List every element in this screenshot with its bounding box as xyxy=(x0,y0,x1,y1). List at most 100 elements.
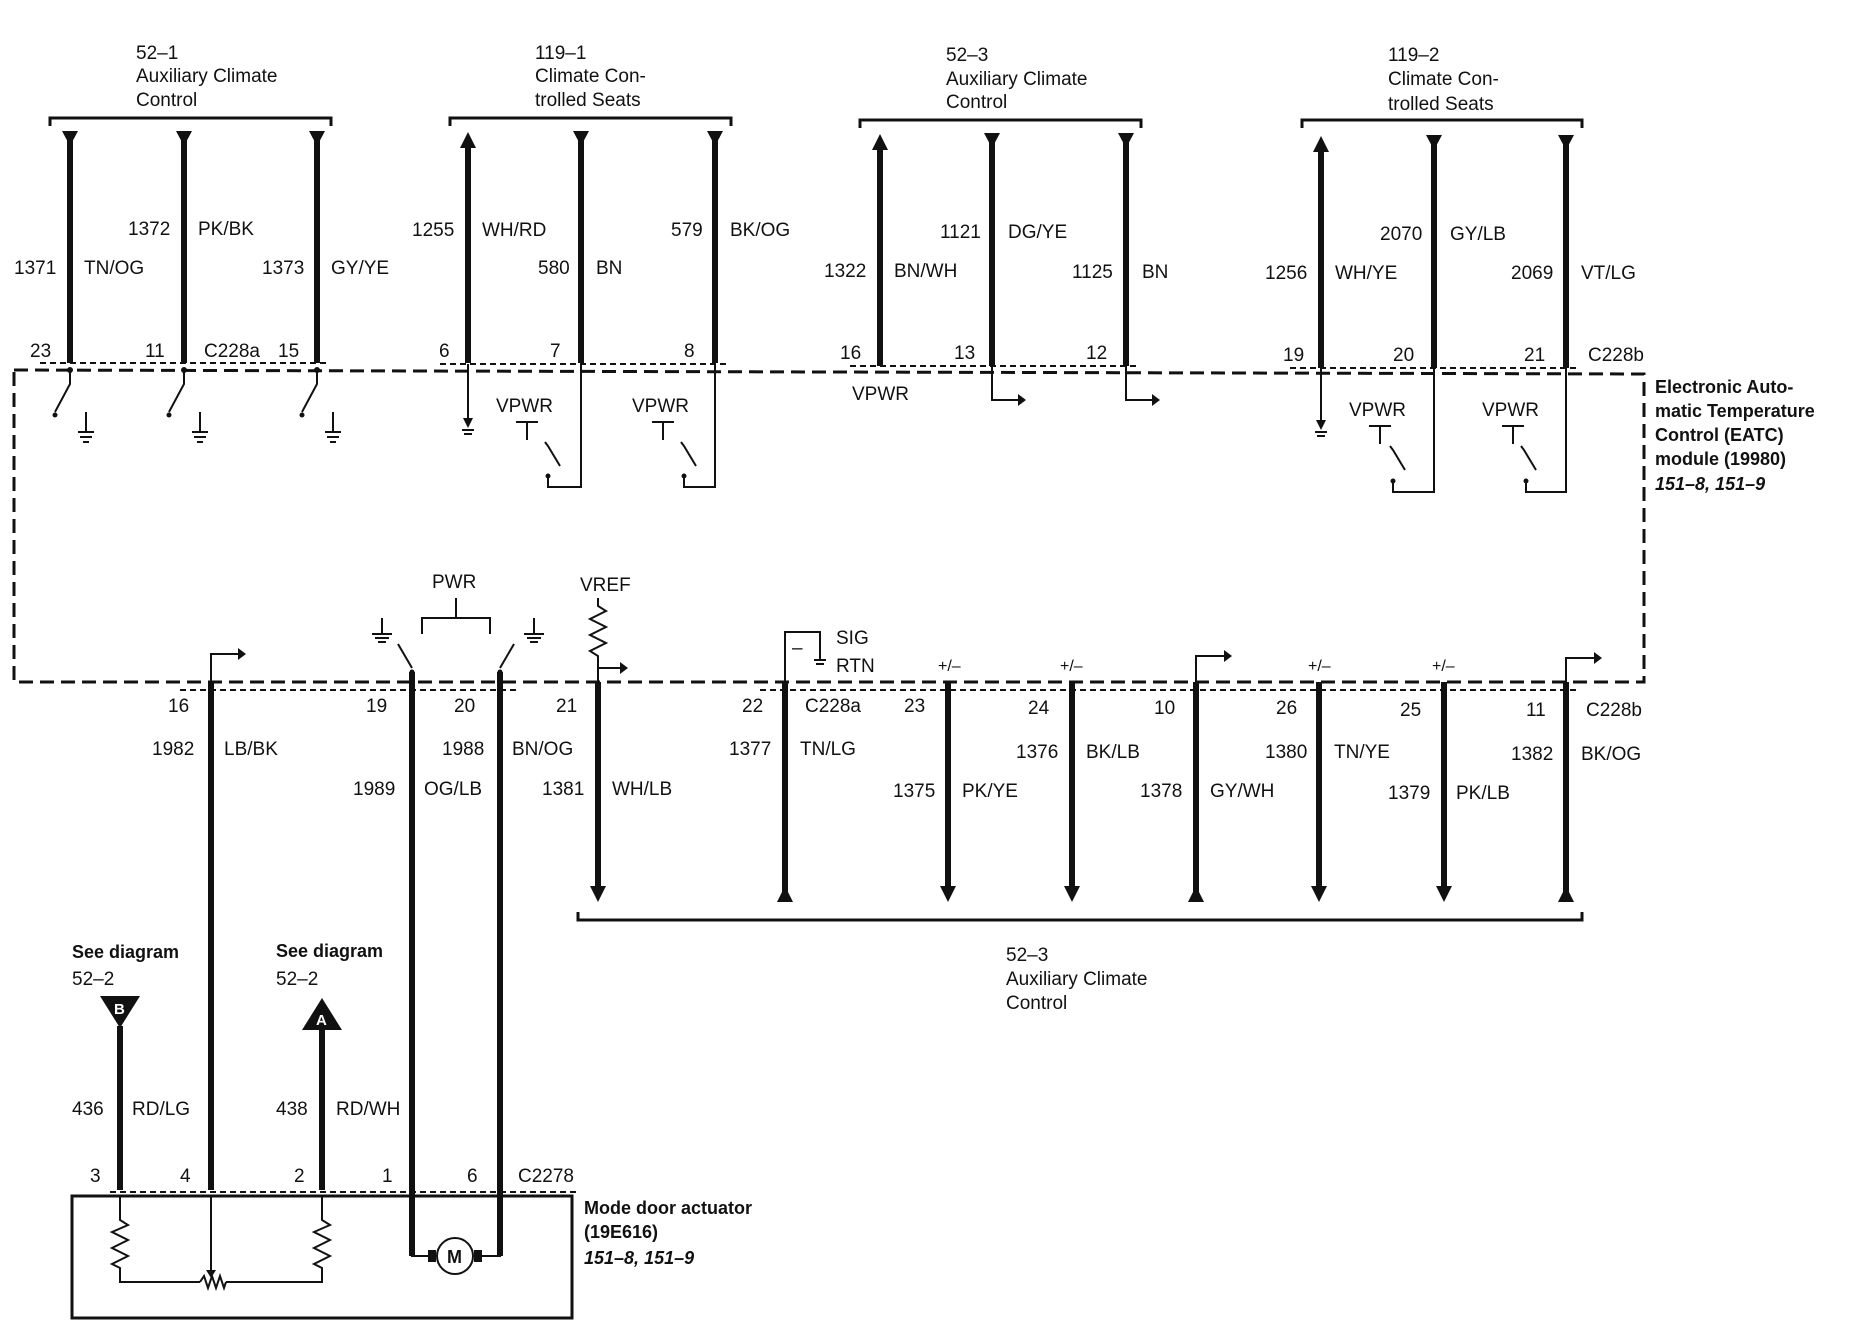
connector-c228b-bottom: C228b xyxy=(1586,700,1642,721)
wire-color: RD/LG xyxy=(132,1099,190,1120)
pin-number: 20 xyxy=(454,696,475,717)
top-group-119-1: 119–1 Climate Con- trolled Seats xyxy=(448,43,733,126)
wire-1256-internal xyxy=(1315,368,1327,437)
connector-c228b-top: C228b xyxy=(1588,345,1644,366)
pin-number: 21 xyxy=(1524,345,1545,366)
plus-minus-23: +/– xyxy=(938,658,961,675)
actuator-pin-3: 3 xyxy=(90,1166,101,1187)
wire-1377: 22 1377 TN/LG xyxy=(729,682,856,902)
wire-2070: 2070 GY/LB 20 xyxy=(1380,135,1506,368)
connector-c228a-top: C228a xyxy=(204,341,260,362)
terminal-in-icon xyxy=(984,133,1000,148)
switch-to-ground-3 xyxy=(299,367,341,443)
wire-color: WH/RD xyxy=(482,220,546,241)
terminal-in-icon xyxy=(1558,886,1574,902)
wire-color: BN xyxy=(596,258,622,279)
terminal-in-icon xyxy=(176,131,192,146)
wire-1376: 24 1376 BK/LB xyxy=(1016,682,1140,902)
connector-letter: B xyxy=(114,1001,125,1018)
wire-1382: 11 1382 BK/OG xyxy=(1511,682,1641,902)
wire-color: PK/BK xyxy=(198,219,254,240)
wire-color: TN/LG xyxy=(800,739,856,760)
terminal-out-icon xyxy=(1311,886,1327,902)
terminal-out-icon xyxy=(940,886,956,902)
terminal-out-icon xyxy=(1436,886,1452,902)
terminal-in-icon xyxy=(1426,135,1442,150)
vpwr-label: VPWR xyxy=(1482,400,1539,421)
see-diagram-ref: 52–2 xyxy=(276,969,318,990)
see-diagram-ref: 52–2 xyxy=(72,969,114,990)
wire-1988: 20 1988 BN/OG xyxy=(442,672,573,1256)
see-diagram-a: See diagram 52–2 A 438 RD/WH xyxy=(276,941,400,1190)
connector-c228a-bottom: C228a xyxy=(805,696,861,717)
wire-2069: 2069 VT/LG 21 xyxy=(1511,135,1636,368)
circuit-number: 1372 xyxy=(128,219,170,240)
ground-arrow-icon xyxy=(463,418,473,428)
circuit-number: 1255 xyxy=(412,220,454,241)
group-line-1: Climate Con- xyxy=(1388,69,1499,90)
flag-1982 xyxy=(210,648,246,682)
wire-color: BN/WH xyxy=(894,261,957,282)
wire-1378: 10 1378 GY/WH xyxy=(1140,682,1274,902)
terminal-in-icon xyxy=(1118,133,1134,148)
circuit-number: 1988 xyxy=(442,739,484,760)
circuit-number: 1382 xyxy=(1511,744,1553,765)
circuit-number: 1379 xyxy=(1388,783,1430,804)
circuit-number: 579 xyxy=(671,220,703,241)
pin-number: 26 xyxy=(1276,698,1297,719)
circuit-number: 1982 xyxy=(152,739,194,760)
group-bracket xyxy=(48,116,333,126)
pin-number: 8 xyxy=(684,341,695,362)
module-title-line-1: Electronic Auto- xyxy=(1655,377,1793,397)
sig-rtn-block: – SIG RTN xyxy=(784,628,875,682)
wire-1379: 25 1379 PK/LB xyxy=(1388,682,1510,902)
circuit-number: 1373 xyxy=(262,258,304,279)
bottom-group-52-3: 52–3 Auxiliary Climate Control xyxy=(576,912,1584,1014)
terminal-out-icon xyxy=(1064,886,1080,902)
top-group-119-2: 119–2 Climate Con- trolled Seats xyxy=(1300,45,1584,128)
wire-1373: 1373 GY/YE 15 xyxy=(262,131,389,363)
wire-1372: 1372 PK/BK 11 xyxy=(128,131,254,363)
wire-580: 580 BN 7 xyxy=(538,131,622,363)
wire-1375: 23 1375 PK/YE xyxy=(893,682,1018,902)
vref-resistor: VREF xyxy=(580,575,631,682)
wire-1255-internal xyxy=(462,364,474,435)
pin-number: 24 xyxy=(1028,698,1050,719)
module-title-line-3: Control (EATC) xyxy=(1655,425,1784,445)
circuit-number: 1375 xyxy=(893,781,935,802)
circuit-number: 1989 xyxy=(353,779,395,800)
vpwr-switch-3: VPWR xyxy=(1349,368,1435,493)
module-title-line-2: matic Temperature xyxy=(1655,401,1815,421)
pin-number: 7 xyxy=(550,341,561,362)
pin-number: 21 xyxy=(556,696,577,717)
pin-number: 11 xyxy=(1526,700,1546,721)
rtn-label: RTN xyxy=(836,656,875,677)
terminal-in-icon xyxy=(707,131,723,146)
wire-color: DG/YE xyxy=(1008,222,1067,243)
pin-number: 16 xyxy=(168,696,189,717)
wire-1371: 1371 TN/OG 23 xyxy=(14,131,144,363)
actuator-title-line-1: Mode door actuator xyxy=(584,1198,752,1218)
wire-579: 579 BK/OG 8 xyxy=(671,131,790,363)
group-line-2: Control xyxy=(136,90,197,111)
terminal-in-icon xyxy=(573,131,589,146)
actuator-pin-6: 6 xyxy=(467,1166,478,1187)
connector-b-icon xyxy=(100,996,140,1028)
plus-minus-24: +/– xyxy=(1060,658,1083,675)
motor-label: M xyxy=(447,1247,462,1267)
group-number: 52–3 xyxy=(946,45,988,66)
terminal-in-icon xyxy=(777,886,793,902)
module-title-line-4: module (19980) xyxy=(1655,449,1786,469)
circuit-number: 1377 xyxy=(729,739,771,760)
ground-icon xyxy=(192,412,208,443)
circuit-number: 1256 xyxy=(1265,263,1307,284)
terminal-out-icon xyxy=(590,886,606,902)
wire-color: TN/OG xyxy=(84,258,144,279)
wire-color: BN xyxy=(1142,262,1168,283)
circuit-number: 436 xyxy=(72,1099,104,1120)
switch-to-ground-1 xyxy=(52,367,94,443)
see-diagram-text: See diagram xyxy=(276,941,383,961)
ground-flag-1125 xyxy=(1125,366,1160,406)
ground-icon xyxy=(78,412,94,443)
actuator-pin-4: 4 xyxy=(180,1166,191,1187)
